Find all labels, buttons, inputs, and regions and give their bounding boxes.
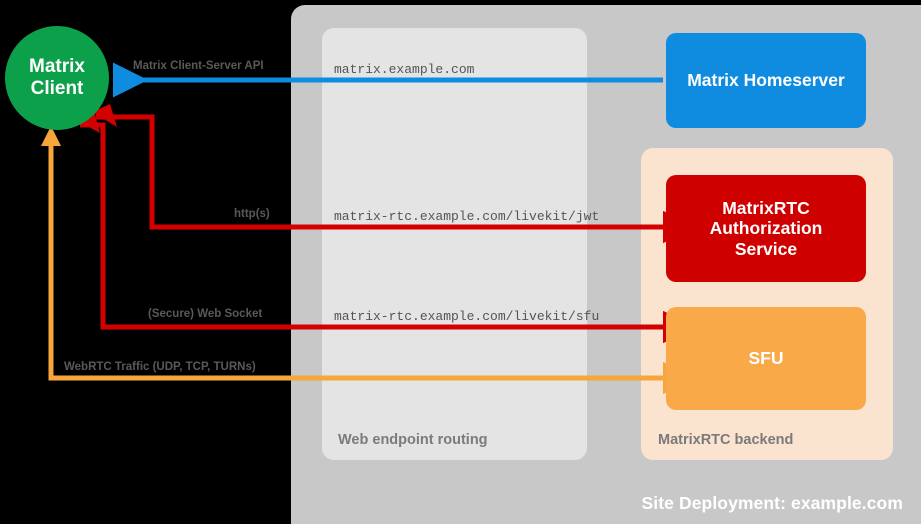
node-matrix-client[interactable]: Matrix Client [5, 26, 109, 130]
web-endpoint-routing-label: Web endpoint routing [338, 432, 488, 448]
matrixrtc-backend-label: MatrixRTC backend [658, 432, 794, 448]
node-matrixrtc-authorization-service[interactable]: MatrixRTC Authorization Service [666, 175, 866, 282]
label-webrtc-traffic: WebRTC Traffic (UDP, TCP, TURNs) [64, 361, 256, 373]
url-livekit-jwt: matrix-rtc.example.com/livekit/jwt [334, 209, 600, 224]
label-matrix-client-server-api: Matrix Client-Server API [133, 60, 264, 72]
sfu-label: SFU [748, 348, 784, 369]
label-secure-web-socket: (Secure) Web Socket [148, 308, 263, 320]
matrix-client-line1: Matrix [29, 55, 85, 77]
url-livekit-sfu: matrix-rtc.example.com/livekit/sfu [334, 309, 600, 324]
auth-service-label: MatrixRTC Authorization Service [710, 198, 823, 260]
web-endpoint-routing-panel: Web endpoint routing [322, 28, 587, 460]
matrix-homeserver-label: Matrix Homeserver [687, 70, 845, 91]
node-sfu[interactable]: SFU [666, 307, 866, 410]
node-matrix-homeserver[interactable]: Matrix Homeserver [666, 33, 866, 128]
matrix-client-line2: Client [30, 78, 84, 99]
site-deployment-title: Site Deployment: example.com [641, 493, 903, 513]
auth-service-line2: Authorization [709, 218, 823, 239]
label-http-s: http(s) [234, 208, 270, 220]
auth-service-line1: MatrixRTC [722, 197, 810, 218]
auth-service-line3: Service [734, 238, 798, 259]
matrix-client-label: Matrix Client [29, 56, 85, 101]
url-matrix-example-com: matrix.example.com [334, 62, 475, 77]
